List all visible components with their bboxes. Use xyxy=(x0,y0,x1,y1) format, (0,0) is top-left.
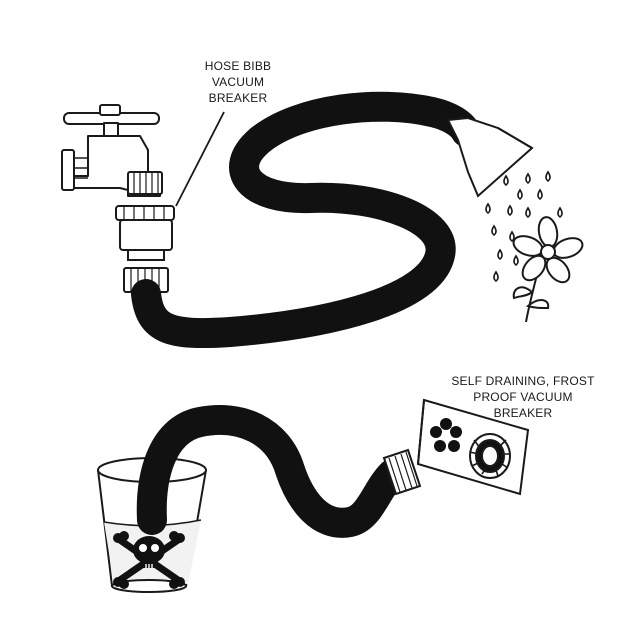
hose-bibb-vacuum-breaker-label: HOSE BIBB VACUUM BREAKER xyxy=(188,58,288,106)
water-drop-icon xyxy=(537,188,543,201)
hose-bibb-vacuum-breaker xyxy=(115,205,175,261)
hose-bibb-faucet xyxy=(61,104,163,197)
water-drop-icon xyxy=(545,170,551,183)
water-drops xyxy=(485,170,563,283)
label-line: HOSE BIBB xyxy=(204,59,272,73)
label-line: SELF DRAINING, FROST xyxy=(451,374,595,388)
label-line: BREAKER xyxy=(493,406,553,420)
water-drop-icon xyxy=(485,202,491,215)
frost-proof-vacuum-breaker-label: SELF DRAINING, FROST PROOF VACUUM BREAKE… xyxy=(438,373,608,421)
label-line: BREAKER xyxy=(208,91,268,105)
water-drop-icon xyxy=(509,230,515,243)
flower-icon xyxy=(512,216,584,323)
label-line: PROOF VACUUM xyxy=(473,390,573,404)
bottom-hose-coupling xyxy=(382,448,422,496)
water-drop-icon xyxy=(507,204,513,217)
valve-knob xyxy=(430,418,462,452)
water-drop-icon xyxy=(525,206,531,219)
water-drop-icon xyxy=(497,248,503,261)
frost-proof-vacuum-breaker xyxy=(416,398,530,496)
bibb-leader-line xyxy=(175,111,225,207)
water-drop-icon xyxy=(557,206,563,219)
water-drop-icon xyxy=(513,254,519,267)
skull-crossbones-icon xyxy=(113,531,185,589)
spray-nozzle xyxy=(446,116,534,198)
water-drop-icon xyxy=(491,224,497,237)
water-drop-icon xyxy=(525,172,531,185)
water-drop-icon xyxy=(517,188,523,201)
label-line: VACUUM xyxy=(211,75,265,89)
water-drop-icon xyxy=(503,174,509,187)
garden-hose-top xyxy=(131,91,481,349)
water-drop-icon xyxy=(493,270,499,283)
garden-hose-bottom xyxy=(136,405,407,538)
